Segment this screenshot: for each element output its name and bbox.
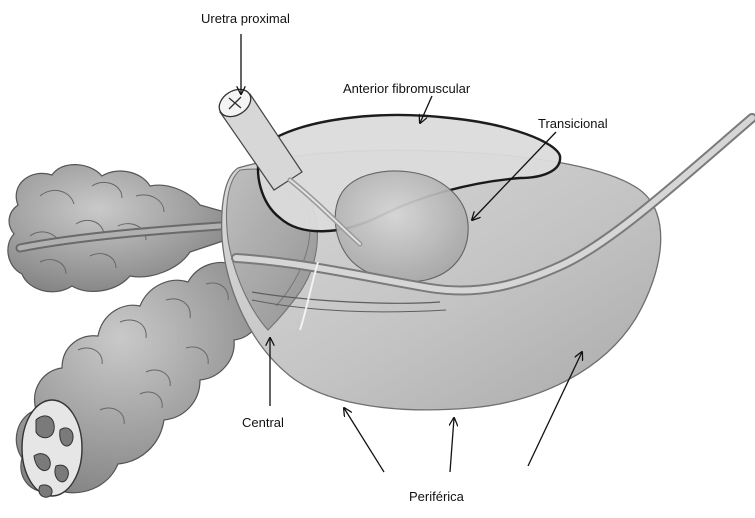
label-central: Central — [242, 415, 284, 430]
label-uretra-proximal: Uretra proximal — [201, 11, 290, 26]
label-anterior-fibromuscular: Anterior fibromuscular — [343, 81, 471, 96]
pointer-periferica-1 — [344, 408, 384, 472]
pointer-periferica-2 — [450, 418, 454, 472]
label-transicional: Transicional — [538, 116, 608, 131]
label-periferica: Periférica — [409, 489, 465, 504]
